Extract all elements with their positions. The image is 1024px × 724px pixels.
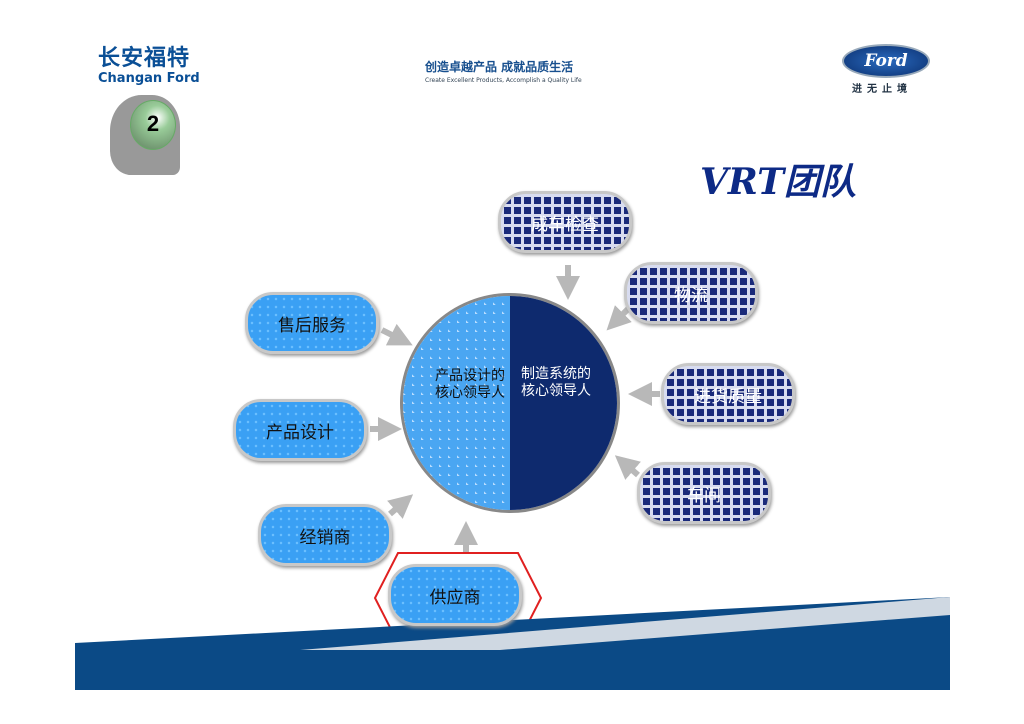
node-logistics: 物流 [624,262,758,324]
arrow [380,323,413,346]
node-dealer: 经销商 [258,504,392,566]
slogan-cn: 创造卓越产品 成就品质生活 [425,60,574,74]
node-supplier: 供应商 [388,564,522,626]
node-workshop: 车间 [637,462,771,524]
node-product-design: 产品设计 [233,399,367,461]
arrow [387,494,414,519]
product-design-core-leader: 产品设计的核心领导人 [435,368,505,401]
ford-logo: Ford [842,44,930,78]
slogan-en: Create Excellent Products, Accomplish a … [425,77,582,84]
core-leaders-circle: 产品设计的核心领导人 制造系统的核心领导人 [400,293,620,513]
node-after-sales: 售后服务 [245,292,379,354]
ford-tagline: 进无止境 [852,84,912,95]
slide-title: VRT团队 [700,161,857,203]
changan-ford-logo-cn: 长安福特 [98,46,191,71]
node-incoming-quality: 进货质量 [661,363,795,425]
arrow [614,455,641,480]
manufacturing-core-leader: 制造系统的核心领导人 [521,366,591,399]
node-vehicle-inspection: 成车检查 [498,191,632,253]
page-number-badge: 2 [130,100,176,150]
changan-ford-logo-en: Changan Ford [98,71,200,86]
bottom-band-highlight [300,597,950,650]
